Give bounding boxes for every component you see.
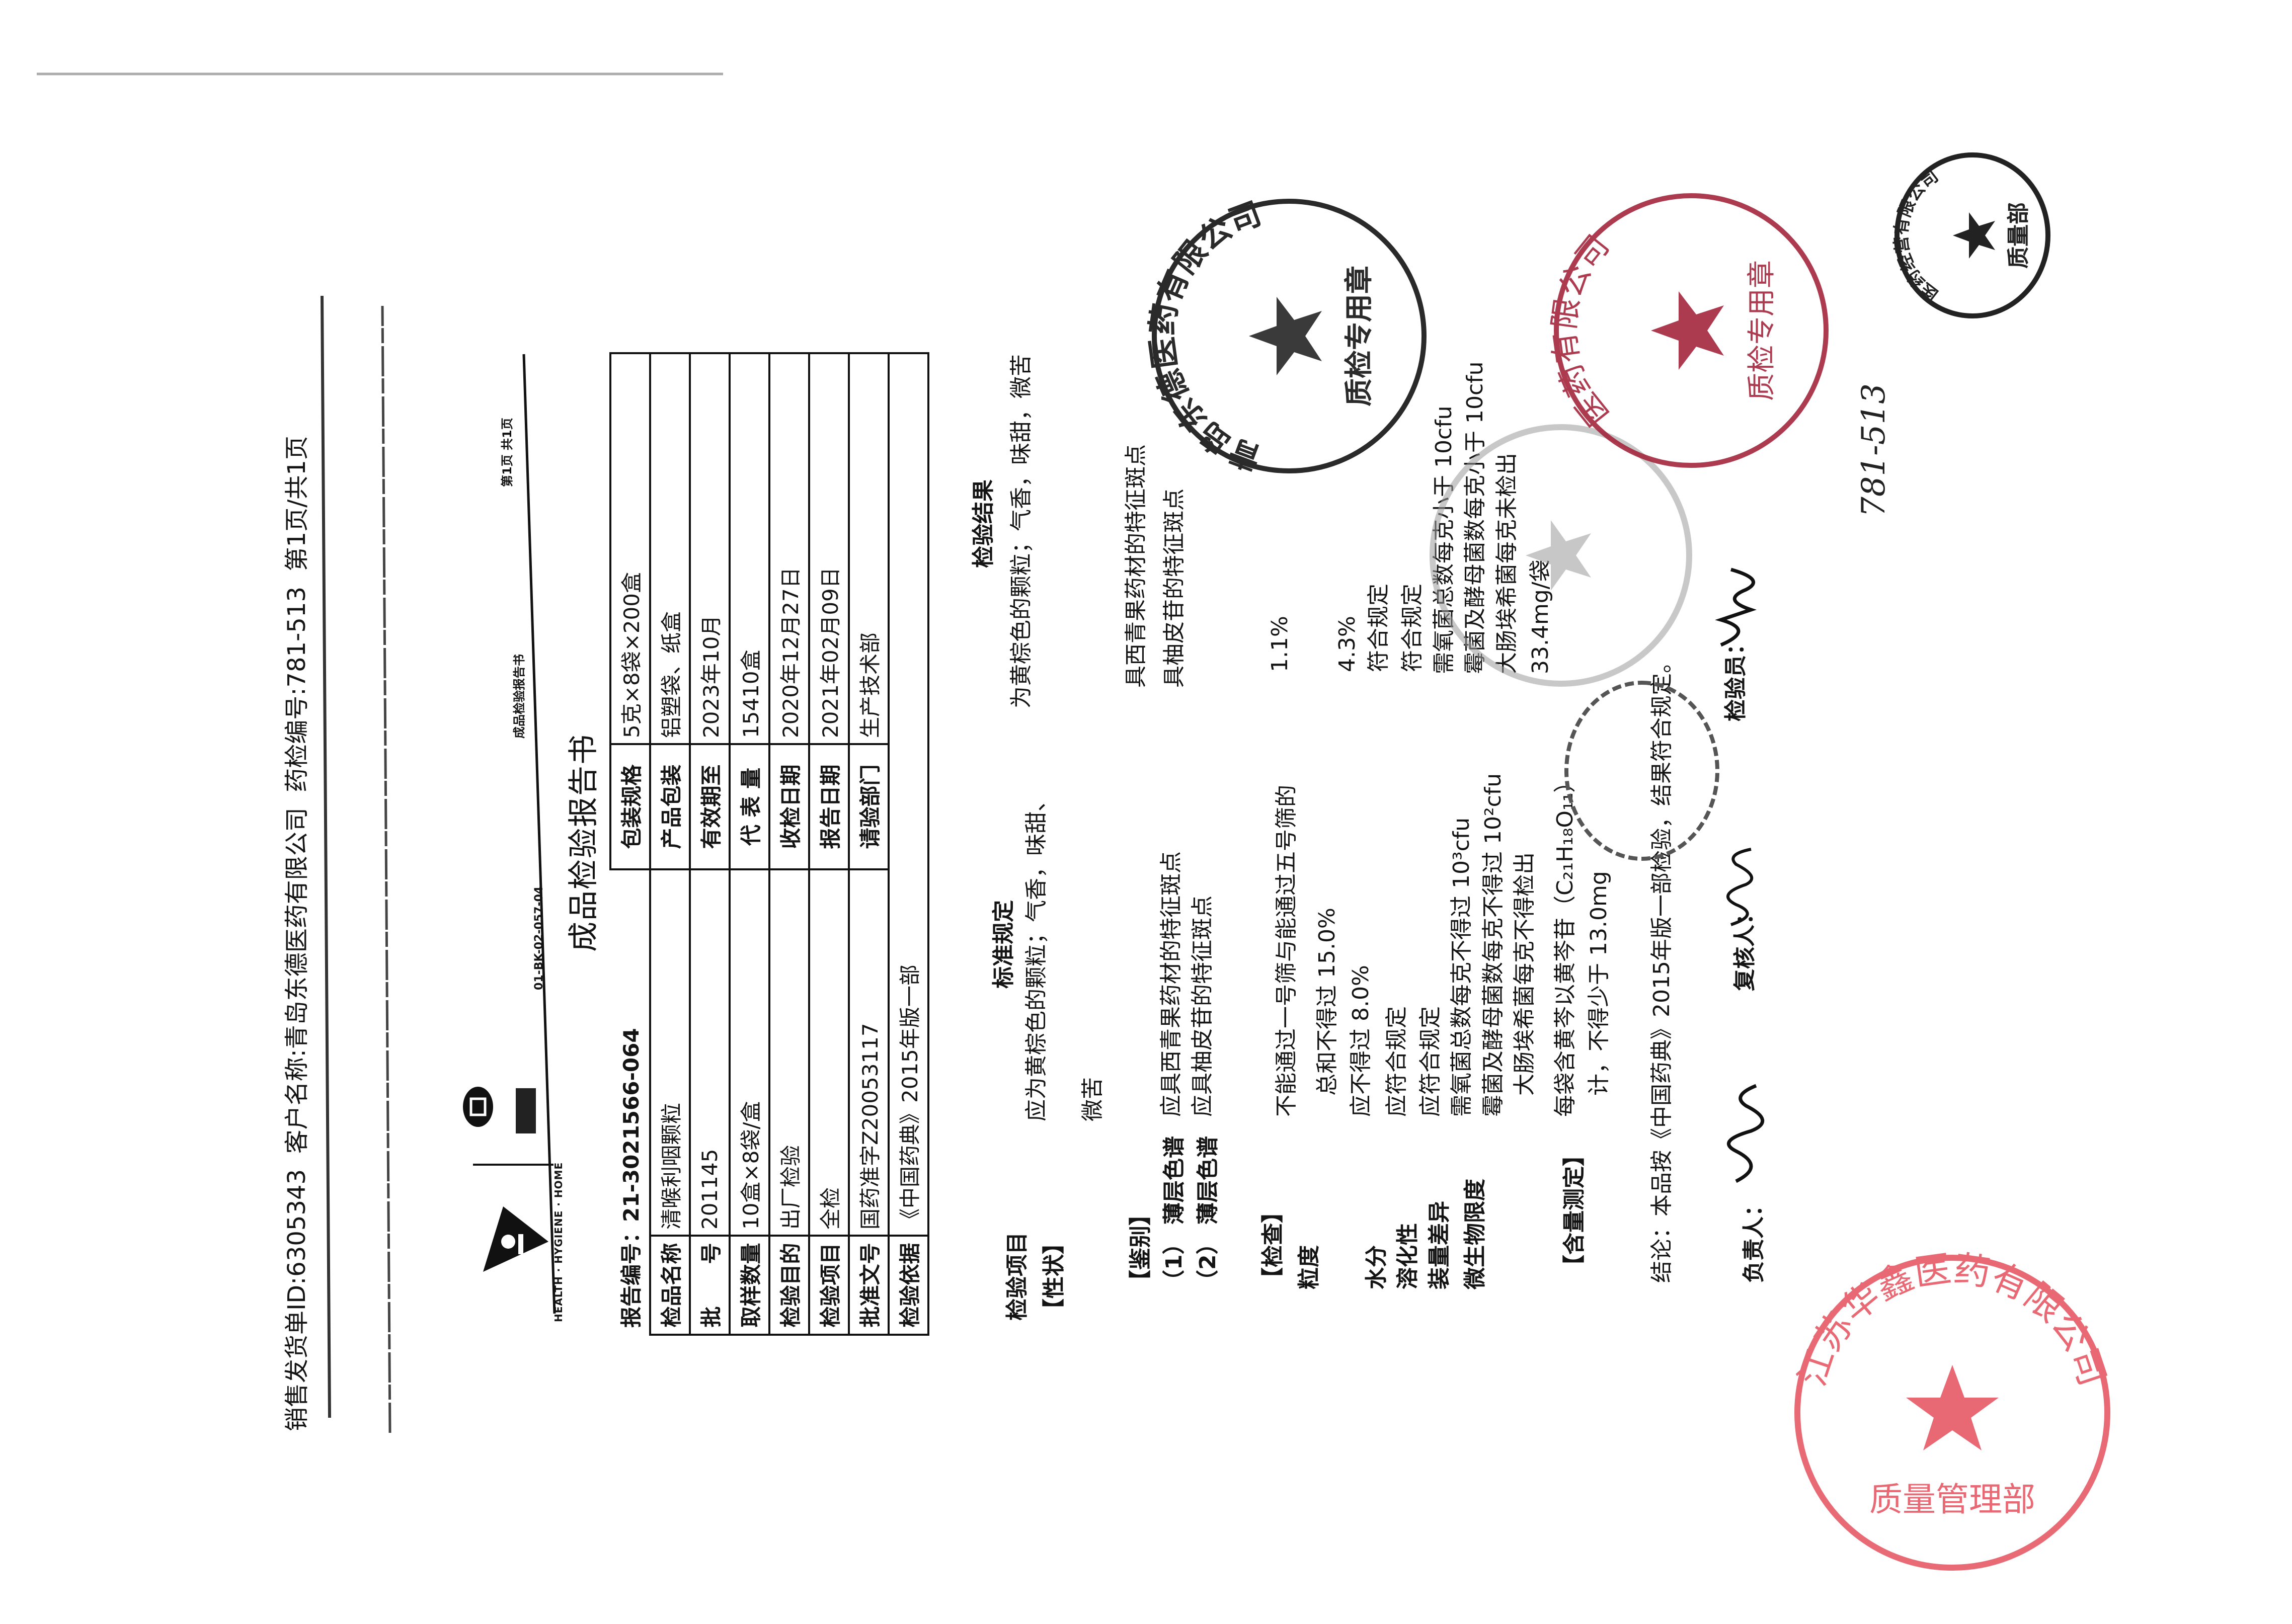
red-quality-stamp: 江苏华鑫医药有限公司 质量管理部 bbox=[1791, 1247, 2114, 1571]
reviewer-signature bbox=[1726, 848, 1754, 926]
brand-logo-icon bbox=[483, 1206, 548, 1272]
letterhead-rule bbox=[522, 354, 556, 1314]
stamp-text: 质检专用章 bbox=[1746, 260, 1778, 401]
stamp-text: 质量管理部 bbox=[1869, 1480, 2035, 1519]
handwritten-note: 781-513 bbox=[1855, 383, 1892, 517]
header-rule-second bbox=[381, 305, 391, 1433]
stamp-text: 质检专用章 bbox=[1343, 266, 1376, 407]
dashed-oval-stamp bbox=[1564, 681, 1719, 861]
faint-gray-stamp bbox=[1430, 424, 1692, 687]
stamp-text: 质量部 bbox=[2006, 202, 2031, 269]
svg-text:青岛东德医药有限公司: 青岛东德医药有限公司 bbox=[1143, 195, 1266, 477]
company-logo-icon bbox=[463, 1087, 536, 1133]
black-company-stamp: 青岛东德医药有限公司 质检专用章 bbox=[1143, 195, 1427, 477]
responsible-signature bbox=[1727, 1084, 1764, 1183]
oval-quality-stamp: 医药经营有限公司 质量部 bbox=[1891, 152, 2050, 318]
inspector-signature bbox=[1715, 567, 1757, 647]
header-rule-top bbox=[321, 295, 331, 1418]
stamp-text: 青岛东德医药有限公司 bbox=[1143, 195, 1266, 477]
maroon-company-stamp: 医药有限公司 质检专用章 bbox=[1545, 193, 1829, 468]
